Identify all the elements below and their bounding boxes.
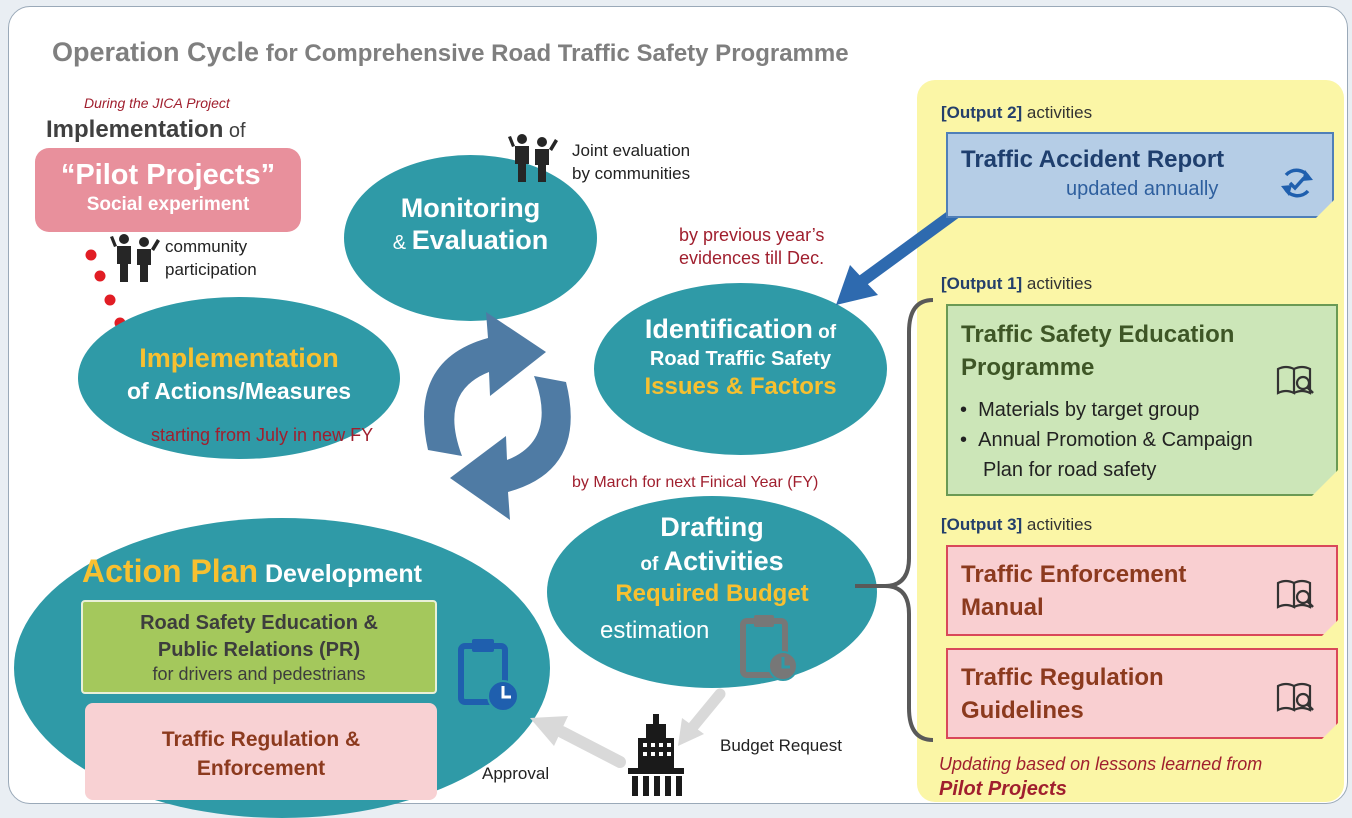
- people-icon: [508, 134, 558, 182]
- drafting-estimation: estimation: [600, 617, 710, 644]
- book-icon: [1276, 579, 1314, 609]
- building-icon: [628, 714, 684, 796]
- title-rest: for Comprehensive Road Traffic Safety Pr…: [259, 40, 849, 67]
- budget-request-arrow: [678, 688, 726, 746]
- implementation-text: Implementation of Actions/Measures: [126, 343, 352, 404]
- book-icon: [1276, 682, 1314, 712]
- identification-text: Identification of Road Traffic Safety Is…: [644, 314, 837, 401]
- traffic-accident-report-sub: updated annually: [1066, 178, 1219, 200]
- output3-label: [Output 3] activities: [941, 515, 1093, 534]
- pilot-projects-box: “Pilot Projects” Social experiment: [35, 148, 301, 232]
- people-icon: [110, 234, 160, 282]
- book-icon: [1276, 365, 1314, 395]
- output1-label: [Output 1] activities: [941, 274, 1093, 293]
- diagram-title: Operation Cycle for Comprehensive Road T…: [52, 37, 849, 68]
- bullet-annual-promotion-cont: Plan for road safety: [983, 459, 1157, 481]
- clipboard-clock-icon: [458, 639, 519, 712]
- road-safety-education-box: Road Safety Education &Public Relations …: [81, 600, 437, 694]
- approval-arrow: [530, 716, 626, 768]
- monitoring-text: Monitoring & Evaluation: [392, 193, 549, 255]
- updating-note: Updating based on lessons learned from P…: [939, 754, 1263, 801]
- implementation-ellipse: [78, 297, 400, 459]
- identification-ellipse: [594, 283, 887, 455]
- action-plan-title: Action Plan Development: [82, 553, 422, 589]
- cycle-arrows-icon: [424, 312, 571, 520]
- budget-request-label: Budget Request: [720, 736, 842, 755]
- bullet-materials: • Materials by target group: [960, 399, 1200, 421]
- during-jica-label: During the JICA Project: [84, 95, 230, 111]
- drafting-ellipse: [547, 496, 877, 688]
- drafting-note: by March for next Finical Year (FY): [572, 474, 819, 491]
- implementation-of-label: Implementation of: [46, 116, 246, 143]
- traffic-accident-report-title: Traffic Accident Report: [961, 146, 1225, 173]
- pilot-projects-title: “Pilot Projects”: [60, 159, 276, 191]
- traffic-accident-report-card: Traffic Accident Report updated annually: [946, 132, 1334, 218]
- implementation-note: starting from July in new FY: [151, 425, 374, 445]
- refresh-icon: [1281, 168, 1313, 198]
- approval-label: Approval: [482, 764, 550, 783]
- bullet-annual-promotion: • Annual Promotion & Campaign: [960, 429, 1253, 451]
- monitoring-ellipse: [344, 155, 597, 321]
- output2-label: [Output 2] activities: [941, 103, 1093, 122]
- traffic-regulation-box: Traffic Regulation &Enforcement: [85, 703, 437, 800]
- education-bullets: • Materials by target group • Annual Pro…: [960, 395, 1253, 485]
- drafting-text: Drafting of Activities Required Budget: [615, 512, 809, 607]
- outputs-bracket: [855, 298, 934, 742]
- clipboard-clock-icon: [740, 615, 798, 681]
- pilot-projects-sub: Social experiment: [86, 194, 250, 215]
- title-main: Operation Cycle: [52, 37, 260, 67]
